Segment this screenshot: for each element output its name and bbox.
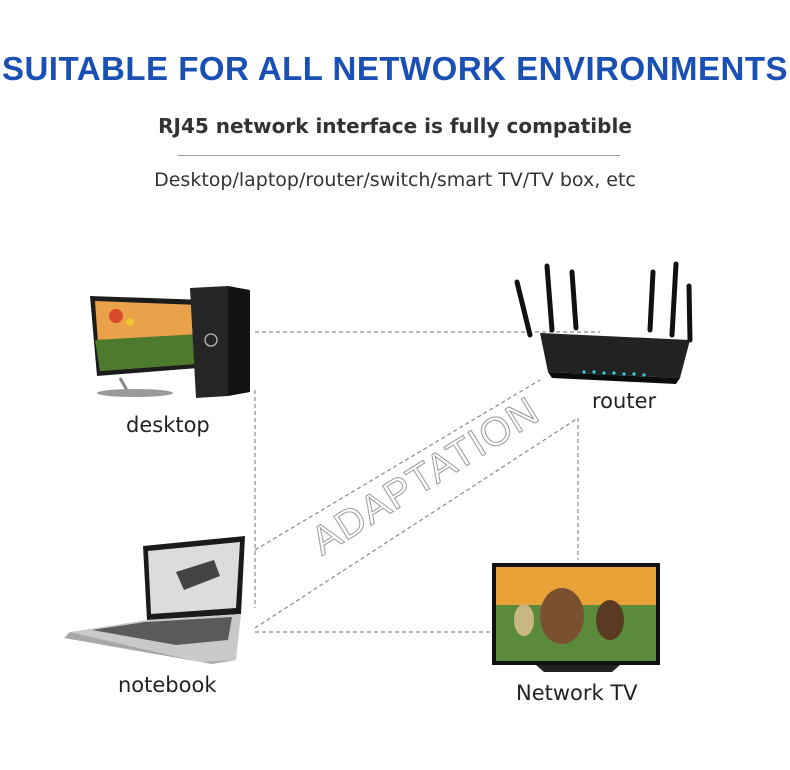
- notebook-icon: [64, 536, 245, 664]
- desktop-icon: [90, 286, 250, 398]
- router-icon: [514, 261, 693, 384]
- node-label-desktop: desktop: [126, 413, 210, 437]
- line-notebook-router-b: [254, 417, 579, 629]
- divider: [178, 155, 620, 156]
- subtitle: RJ45 network interface is fully compatib…: [158, 114, 632, 138]
- network-tv-icon: [492, 563, 660, 672]
- line-notebook-router-a: [254, 379, 541, 551]
- node-label-network-tv: Network TV: [516, 681, 638, 705]
- node-label-router: router: [592, 389, 657, 413]
- node-label-notebook: notebook: [118, 673, 217, 697]
- page-title: SUITABLE FOR ALL NETWORK ENVIRONMENTS: [1, 50, 789, 87]
- connection-lines: [254, 331, 600, 633]
- adaptation-text: ADAPTATION: [303, 389, 547, 564]
- compatible-devices-text: Desktop/laptop/router/switch/smart TV/TV…: [154, 169, 636, 191]
